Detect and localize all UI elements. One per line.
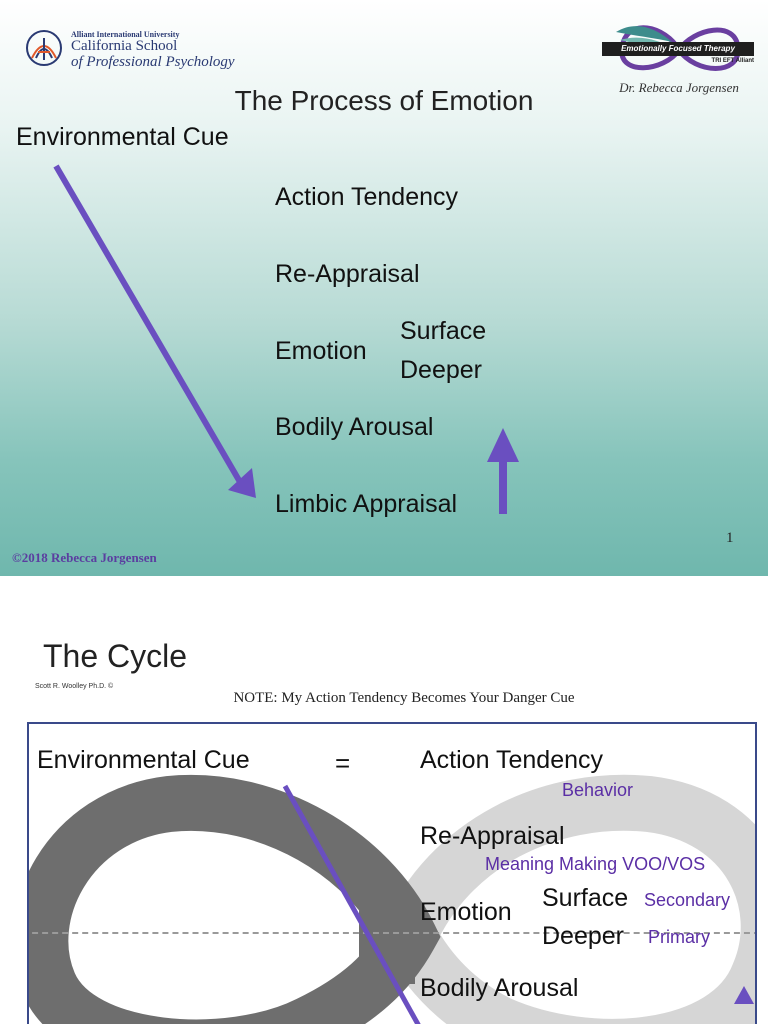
emotion-label: Emotion [275,337,367,365]
action-tendency-label: Action Tendency [420,746,603,774]
slide-title: The Process of Emotion [0,85,768,117]
limbic-appraisal-label: Limbic Appraisal [275,490,458,518]
behavior-label: Behavior [562,780,634,800]
eft-logo: Emotionally Focused Therapy TRI EFT Alli… [596,12,762,112]
bodily-arousal-label: Bodily Arousal [420,974,579,1002]
re-appraisal-label: Re-Appraisal [275,260,420,288]
action-tendency-label: Action Tendency [275,183,458,211]
cycle-diagram-box: Environmental Cue = Action Tendency Beha… [27,722,757,1024]
equals-sign: = [335,748,351,778]
surface-label: Surface [542,884,629,912]
re-appraisal-label: Re-Appraisal [420,822,565,850]
secondary-label: Secondary [644,890,731,910]
eft-banner: Emotionally Focused Therapy [602,42,754,56]
environmental-cue-label: Environmental Cue [16,123,229,151]
environmental-cue-label: Environmental Cue [37,746,250,774]
deeper-label: Deeper [400,356,482,384]
eft-author-name: Dr. Rebecca Jorgensen [619,80,739,95]
slide-title: The Cycle [43,638,188,674]
org-small-text: Alliant International University [71,30,180,39]
deeper-label: Deeper [542,922,624,950]
slide-process-of-emotion: Alliant International University Califor… [0,0,768,576]
emotion-label: Emotion [420,898,512,926]
alliant-logo: Alliant International University Califor… [24,28,254,78]
eft-sub-text: TRI EFT Alliant [711,58,754,64]
copyright-text: ©2018 Rebecca Jorgensen [12,550,157,565]
alliant-emblem-icon [26,30,62,66]
credit-text: Scott R. Woolley Ph.D. © [35,683,114,690]
page-number: 1 [726,530,734,546]
primary-label: Primary [648,927,710,947]
org-main-text: California School [71,38,178,54]
org-sub-text: of Professional Psychology [71,54,235,70]
surface-label: Surface [400,317,487,345]
note-text: NOTE: My Action Tendency Becomes Your Da… [233,690,575,706]
slide-title-text: The Process of Emotion [234,85,534,116]
slide-the-cycle: The Cycle Scott R. Woolley Ph.D. © NOTE:… [0,592,768,1024]
meaning-making-label: Meaning Making VOO/VOS [485,854,706,874]
bodily-arousal-label: Bodily Arousal [275,413,434,441]
